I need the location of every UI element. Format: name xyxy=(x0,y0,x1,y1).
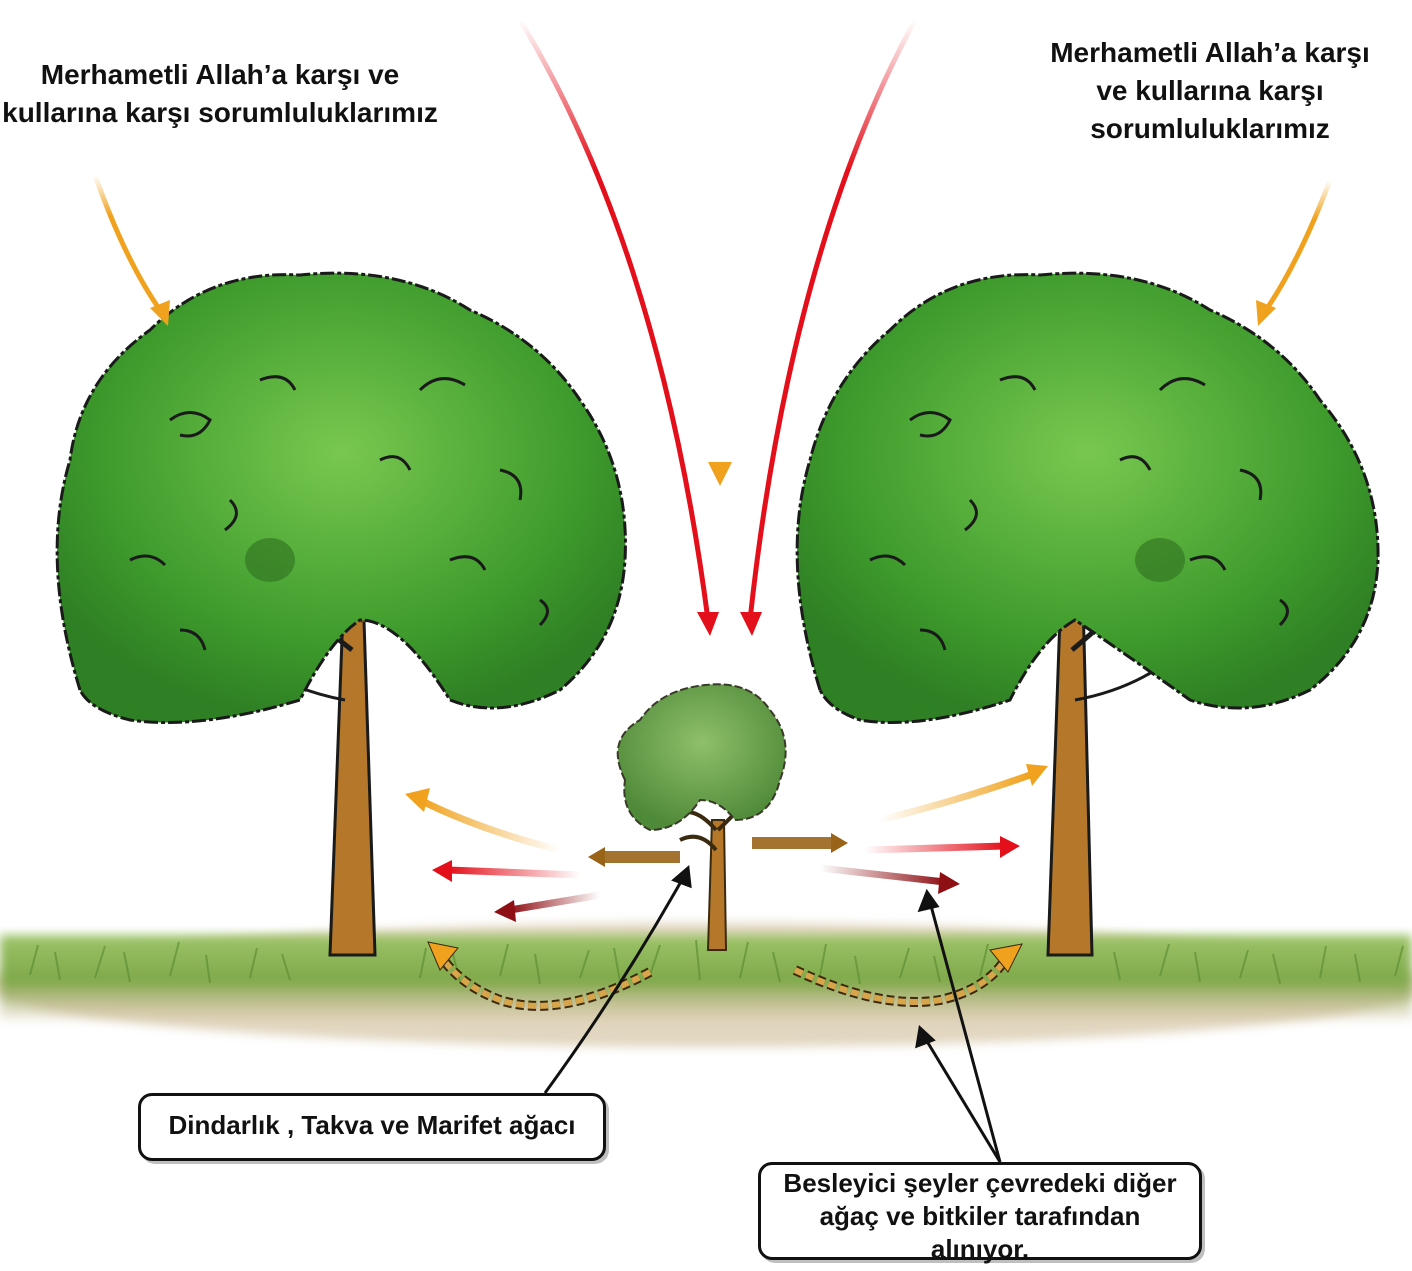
heading-right-line-2: ve kullarına karşı xyxy=(1096,75,1323,106)
callout-tree-text: Dindarlık , Takva ve Marifet ağacı xyxy=(168,1110,575,1140)
callout-nutrients-line-2: ağaç ve bitkiler tarafından xyxy=(820,1201,1141,1231)
callout-tree-label: Dindarlık , Takva ve Marifet ağacı xyxy=(138,1093,606,1161)
callout-nutrients-line-1: Besleyici şeyler çevredeki diğer xyxy=(783,1168,1176,1198)
heading-left-line-2: kullarına karşı sorumluluklarımız xyxy=(2,97,438,128)
heading-left-line-1: Merhametli Allah’a karşı ve xyxy=(41,59,399,90)
heading-left: Merhametli Allah’a karşı ve kullarına ka… xyxy=(0,56,490,132)
ground xyxy=(0,923,1412,1047)
callout-nutrients-line-3: alınıyor. xyxy=(931,1234,1029,1264)
callout-nutrients-label: Besleyici şeyler çevredeki diğer ağaç ve… xyxy=(758,1162,1202,1260)
heading-right: Merhametli Allah’a karşı ve kullarına ka… xyxy=(1010,34,1410,148)
left-tree xyxy=(57,273,625,955)
central-tree xyxy=(618,684,786,950)
heading-right-line-1: Merhametli Allah’a karşı xyxy=(1050,37,1370,68)
heading-right-line-3: sorumluluklarımız xyxy=(1090,113,1330,144)
